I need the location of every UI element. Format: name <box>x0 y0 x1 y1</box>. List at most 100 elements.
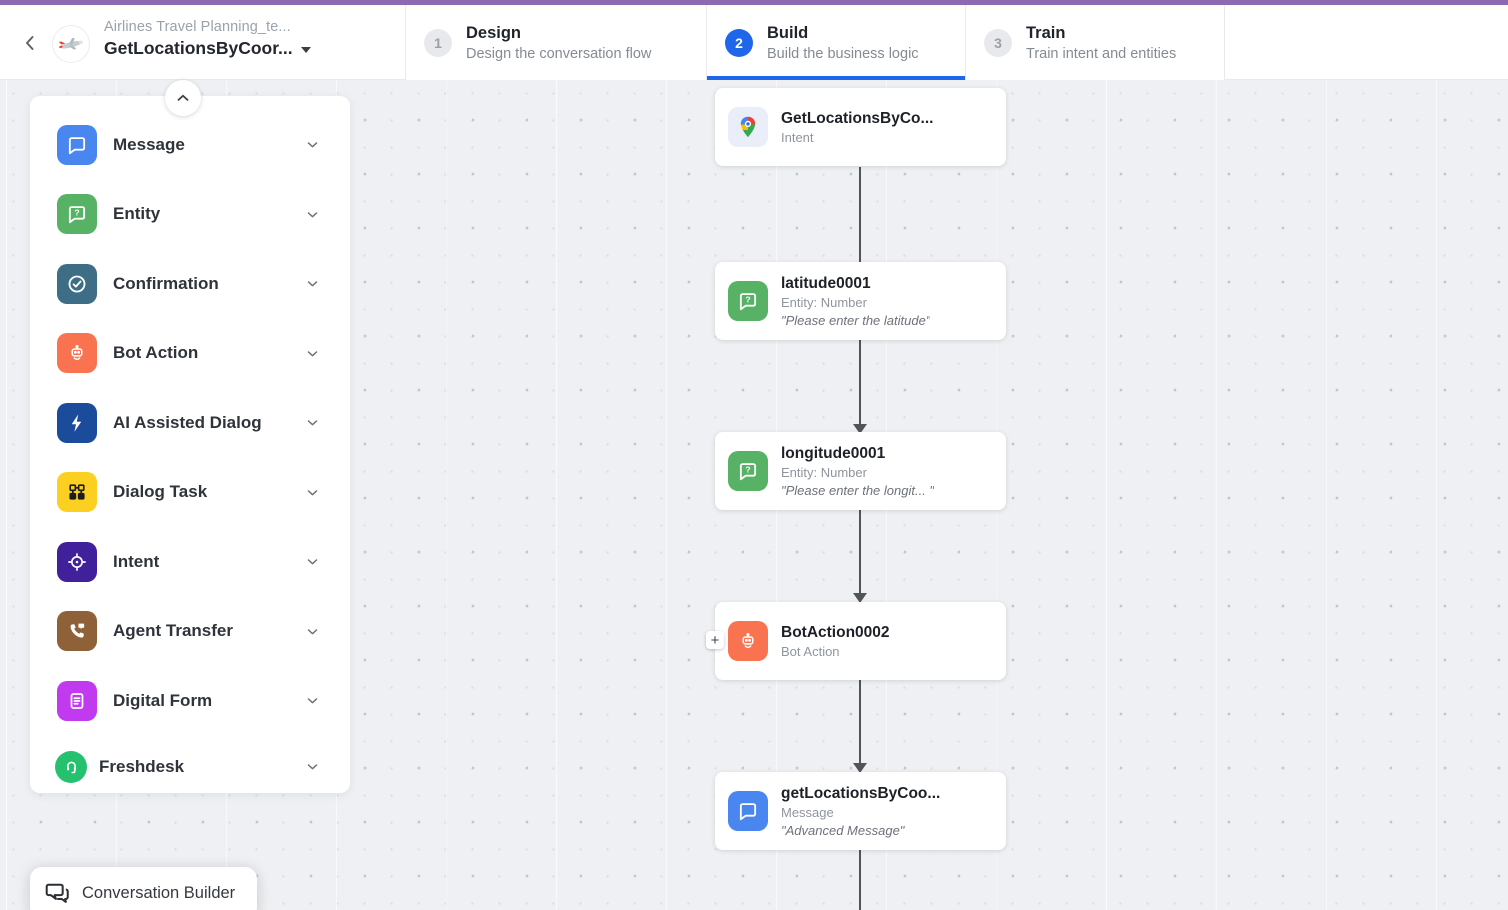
entity-icon: ? <box>728 281 768 321</box>
step-label: Design <box>466 24 522 43</box>
node-quote: "Please enter the longit... " <box>781 482 935 498</box>
task-selector[interactable]: GetLocationsByCoor... <box>104 38 311 59</box>
flow-canvas[interactable]: Message ? Entity Confirmation <box>0 80 1508 910</box>
chat-bubbles-icon <box>45 883 69 903</box>
chevron-down-icon[interactable] <box>305 759 320 774</box>
step-label: Train <box>1026 24 1066 43</box>
sidebar-item-message[interactable]: Message <box>30 110 350 180</box>
tab-design[interactable]: 1 Design Design the conversation flow <box>405 5 706 80</box>
node-title: BotAction0002 <box>781 623 890 641</box>
flow-node-longitude[interactable]: ? longitude0001 Entity: Number "Please e… <box>715 432 1006 510</box>
node-quote: "Please enter the latitude" <box>781 312 931 328</box>
flow-node-latitude[interactable]: ? latitude0001 Entity: Number "Please en… <box>715 262 1006 340</box>
step-desc: Design the conversation flow <box>466 45 652 62</box>
flow-node-intent[interactable]: GetLocationsByCo... Intent <box>715 88 1006 166</box>
flow-connector <box>853 340 867 434</box>
node-type: Bot Action <box>781 643 840 659</box>
sidebar-item-dialog-task[interactable]: Dialog Task <box>30 458 350 528</box>
sidebar-item-label: Dialog Task <box>113 482 208 502</box>
sidebar-item-agent-transfer[interactable]: Agent Transfer <box>30 597 350 667</box>
arrowhead-icon <box>853 763 867 773</box>
node-title: GetLocationsByCo... <box>781 109 934 127</box>
step-number: 2 <box>725 28 753 57</box>
step-number: 1 <box>424 28 452 57</box>
add-node-button[interactable]: + <box>706 631 724 649</box>
flow-node-bot-action[interactable]: BotAction0002 Bot Action <box>715 602 1006 680</box>
sidebar-item-label: Message <box>113 134 185 154</box>
builder-badge-label: Conversation Builder <box>82 883 236 902</box>
conversation-builder-badge[interactable]: Conversation Builder <box>30 867 258 910</box>
sidebar-item-label: Intent <box>113 551 160 571</box>
back-button[interactable] <box>18 31 42 55</box>
svg-text:?: ? <box>74 208 79 218</box>
svg-text:?: ? <box>745 295 750 305</box>
breadcrumb: Airlines Travel Planning_te... GetLocati… <box>104 19 311 59</box>
node-title: getLocationsByCoo... <box>781 784 941 802</box>
chevron-down-icon[interactable] <box>305 485 320 500</box>
chevron-down-icon[interactable] <box>305 207 320 222</box>
chevron-up-icon <box>177 94 189 101</box>
intent-target-icon <box>57 541 97 582</box>
header: Airlines Travel Planning_te... GetLocati… <box>0 5 1508 80</box>
chevron-left-icon <box>26 36 34 50</box>
task-name: GetLocationsByCoor... <box>104 38 293 58</box>
entity-icon: ? <box>57 194 97 235</box>
node-type: Entity: Number <box>781 464 867 480</box>
sidebar-item-confirmation[interactable]: Confirmation <box>30 249 350 319</box>
flow-connector <box>853 510 867 603</box>
step-number: 3 <box>984 28 1012 57</box>
sidebar-item-ai-assisted-dialog[interactable]: AI Assisted Dialog <box>30 388 350 458</box>
step-desc: Build the business logic <box>767 45 919 62</box>
node-type: Message <box>781 804 834 820</box>
step-desc: Train intent and entities <box>1026 45 1177 62</box>
document-icon <box>57 680 97 721</box>
step-label: Build <box>767 24 809 43</box>
active-tab-underline <box>707 76 965 80</box>
bot-action-icon <box>57 333 97 374</box>
chevron-down-icon[interactable] <box>305 346 320 361</box>
chevron-down-icon[interactable] <box>305 137 320 152</box>
sidebar-item-label: Agent Transfer <box>113 621 233 641</box>
lightning-bolt-icon <box>57 402 97 443</box>
sidebar-item-bot-action[interactable]: Bot Action <box>30 319 350 389</box>
tab-train[interactable]: 3 Train Train intent and entities <box>965 5 1225 80</box>
message-icon <box>57 124 97 165</box>
dialog-task-icon <box>57 472 97 513</box>
sidebar-item-label: Entity <box>113 204 161 224</box>
chevron-down-icon[interactable] <box>305 624 320 639</box>
node-title: longitude0001 <box>781 444 886 462</box>
workflow-steps: 1 Design Design the conversation flow 2 … <box>405 5 1225 80</box>
node-palette: Message ? Entity Confirmation <box>30 96 350 793</box>
sidebar-item-entity[interactable]: ? Entity <box>30 180 350 250</box>
sidebar-item-freshdesk[interactable]: Freshdesk <box>30 736 350 798</box>
chevron-down-icon[interactable] <box>305 276 320 291</box>
node-type: Intent <box>781 129 814 145</box>
chevron-down-icon[interactable] <box>305 415 320 430</box>
bot-logo <box>52 25 90 63</box>
sidebar-item-digital-form[interactable]: Digital Form <box>30 666 350 736</box>
agent-transfer-icon <box>57 611 97 652</box>
chevron-down-icon[interactable] <box>305 554 320 569</box>
svg-text:?: ? <box>745 465 750 475</box>
sidebar-item-label: AI Assisted Dialog <box>113 412 262 432</box>
sidebar-item-label: Confirmation <box>113 273 219 293</box>
flow-node-message[interactable]: getLocationsByCoo... Message "Advanced M… <box>715 772 1006 850</box>
palette-collapse-button[interactable] <box>165 80 201 116</box>
chevron-down-icon[interactable] <box>305 693 320 708</box>
message-icon <box>728 791 768 831</box>
flow-connector <box>859 850 861 910</box>
tab-build[interactable]: 2 Build Build the business logic <box>706 5 965 80</box>
arrowhead-icon <box>853 424 867 434</box>
caret-down-icon <box>300 46 311 53</box>
sidebar-item-label: Freshdesk <box>99 756 185 776</box>
bot-action-icon <box>728 621 768 661</box>
node-type: Entity: Number <box>781 294 867 310</box>
top-accent-strip <box>0 0 1508 5</box>
project-name: Airlines Travel Planning_te... <box>104 19 291 35</box>
sidebar-item-intent[interactable]: Intent <box>30 527 350 597</box>
airplane-icon <box>58 38 83 50</box>
sidebar-item-label: Digital Form <box>113 690 213 710</box>
freshdesk-headset-icon <box>55 750 87 783</box>
google-maps-pin-icon <box>728 107 768 147</box>
